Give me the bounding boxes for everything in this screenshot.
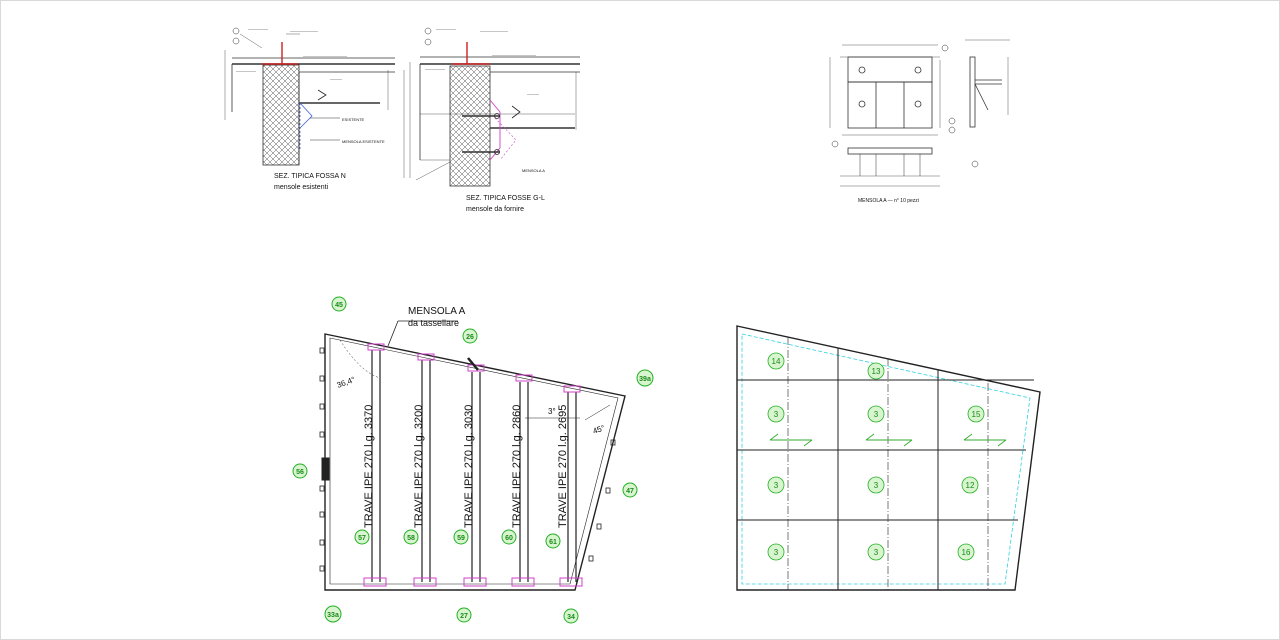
- wall-hatch: [262, 64, 300, 166]
- svg-text:———————: ———————: [480, 28, 508, 33]
- beam-label-4: TRAVE IPE 270 l.g. 2860: [511, 405, 523, 528]
- panel-bubble-16: 16: [962, 548, 971, 557]
- beam-bubble-60: 60: [505, 535, 513, 542]
- bubble-56: 56: [296, 469, 304, 476]
- panel-bubble-15: 15: [972, 410, 981, 419]
- beam-label-3: TRAVE IPE 270 l.g. 3030: [463, 405, 475, 528]
- panel-cyan-outline: [741, 333, 1031, 585]
- caption-mensole-da-fornire: mensole da fornire: [466, 206, 524, 213]
- svg-text:———: ———: [527, 91, 539, 96]
- beam-3: [471, 372, 481, 582]
- beam-bubble-58: 58: [407, 535, 415, 542]
- panel-bubble-3f: 3: [874, 548, 879, 557]
- panel-bubbles: [767, 352, 985, 561]
- beam-5: [567, 392, 577, 582]
- bubble-34: 34: [567, 614, 575, 621]
- beam-label-2: TRAVE IPE 270 l.g. 3200: [413, 405, 425, 528]
- caption-sez-fossa-n: SEZ. TIPICA FOSSA N: [274, 173, 346, 180]
- panel-plan: [736, 325, 1041, 591]
- stair-anchor: [321, 457, 330, 481]
- beam-bubble-61: 61: [549, 539, 557, 546]
- svg-text:—————: —————: [248, 26, 268, 31]
- svg-text:—————: —————: [436, 26, 456, 31]
- panel-bubble-14: 14: [772, 357, 781, 366]
- beam-1: [371, 350, 381, 582]
- svg-text:—————: —————: [425, 66, 445, 71]
- section-fosse-gl: [403, 27, 580, 187]
- svg-text:———————: ———————: [290, 28, 318, 33]
- section-fossa-n: [224, 27, 395, 166]
- svg-text:———————————: ———————————: [492, 52, 536, 57]
- angle-36-4: 36,4°: [336, 375, 357, 390]
- label-mensola-a: MENSOLA A: [408, 306, 466, 317]
- panel-bubble-12: 12: [966, 481, 975, 490]
- panel-bubble-3b: 3: [874, 410, 879, 419]
- svg-text:———————————: ———————————: [303, 53, 347, 58]
- mensola-existing-shape: [299, 102, 313, 129]
- beam-2: [421, 360, 431, 582]
- beam-4: [519, 382, 529, 582]
- caption-mensole-esistenti: mensole esistenti: [274, 184, 329, 191]
- beam-label-1: TRAVE IPE 270 l.g. 3370: [363, 405, 375, 528]
- bubble-47: 47: [626, 488, 634, 495]
- mensola-a-detail: [829, 39, 1010, 187]
- panel-bubble-13: 13: [872, 367, 881, 376]
- beam-bubble-57: 57: [358, 535, 366, 542]
- caption-sez-fosse-gl: SEZ. TIPICA FOSSE G-L: [466, 195, 545, 202]
- bubble-45: 45: [335, 302, 343, 309]
- beam-bubbles: [354, 529, 561, 549]
- svg-text:———: ———: [330, 76, 342, 81]
- edge-studs: [319, 347, 616, 572]
- perimeter-bubbles: [292, 296, 654, 624]
- beam-bubble-59: 59: [457, 535, 465, 542]
- caption-mensola-a: MENSOLA A — n° 10 pezzi: [858, 198, 919, 204]
- anchor-plates-bottom: [363, 577, 583, 587]
- angle-3: 3°: [548, 407, 556, 416]
- label-da-tassellare: da tassellare: [408, 318, 459, 328]
- span-arrows: [769, 433, 1007, 447]
- label-mensola-esistente: MENSOLA ESISTENTE: [342, 139, 385, 144]
- angle-45: 45°: [592, 423, 606, 436]
- panel-bubble-3d: 3: [874, 481, 879, 490]
- panel-bubble-3c: 3: [774, 481, 779, 490]
- bubble-39a: 39a: [639, 376, 651, 383]
- label-mensola-a-section: MENSOLA A: [522, 168, 545, 173]
- panel-bubble-3a: 3: [774, 410, 779, 419]
- plan-inner-outline: [329, 337, 619, 585]
- anchor-plates-top: [367, 343, 581, 393]
- beam-label-5: TRAVE IPE 270 l.g. 2695: [557, 405, 569, 528]
- panel-outline: [736, 325, 1041, 591]
- label-esistente: ESISTENTE: [342, 117, 365, 122]
- svg-text:—————: —————: [236, 68, 256, 73]
- plate-front-view: [847, 81, 933, 129]
- beam-plan: [319, 320, 626, 591]
- bubble-26: 26: [466, 334, 474, 341]
- wall-hatch-gl: [449, 65, 491, 187]
- bubble-33a: 33a: [327, 612, 339, 619]
- plate-top-view: [847, 56, 933, 83]
- bubble-27: 27: [460, 613, 468, 620]
- panel-bubble-3e: 3: [774, 548, 779, 557]
